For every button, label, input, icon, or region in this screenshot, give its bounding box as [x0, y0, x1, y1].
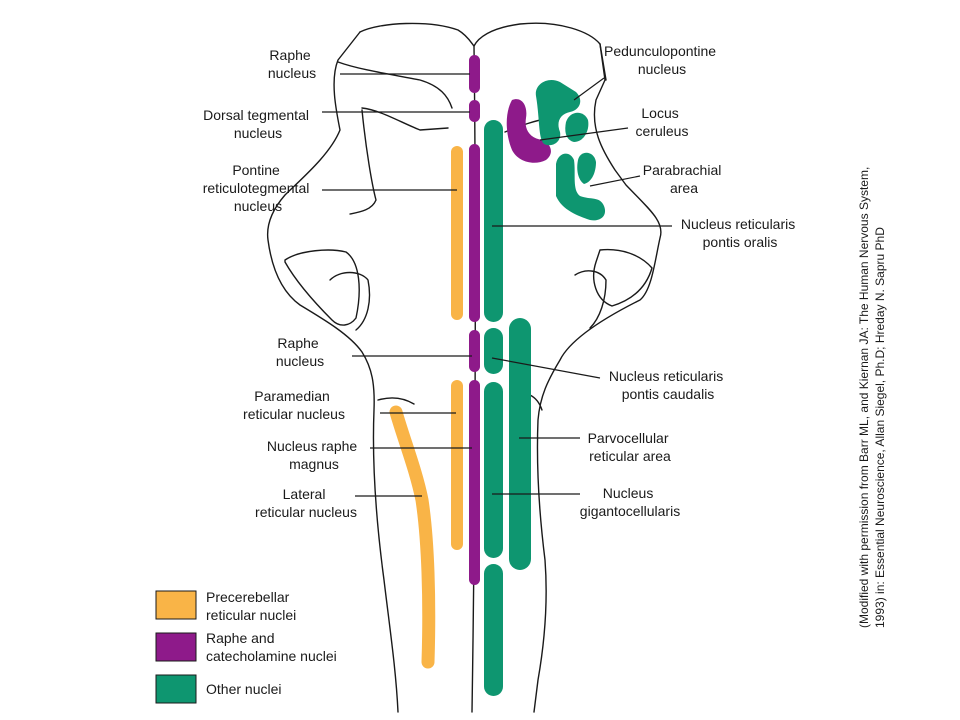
label-parvocellular-reticular-area: Parvocellular reticular area: [588, 430, 673, 464]
raphe-column-upper-shape: [469, 144, 480, 322]
raphe-nucleus-rostral-shape: [469, 55, 480, 93]
label-reticularis-pontis-oralis: Nucleus reticularis pontis oralis: [681, 216, 799, 250]
pontine-reticulotegmental-nucleus-shape: [451, 146, 463, 320]
label-lateral-reticular-nucleus: Lateral reticular nucleus: [255, 486, 357, 520]
legend-label-other: Other nuclei: [206, 681, 281, 697]
label-reticularis-pontis-caudalis: Nucleus reticularis pontis caudalis: [609, 368, 727, 402]
brainstem-outline: [266, 22, 662, 713]
lateral-reticular-nucleus-shape: [389, 405, 436, 669]
label-pedunculopontine-nucleus: Pedunculopontine nucleus: [604, 43, 720, 77]
nucleus-raphe-magnus-shape: [469, 380, 480, 585]
gigantocellularis-shape: [484, 382, 503, 558]
label-nucleus-gigantocellularis: Nucleus gigantocellularis: [580, 485, 680, 519]
label-raphe-nucleus-mid: Raphe nucleus: [276, 335, 324, 369]
label-nucleus-raphe-magnus: Nucleus raphe magnus: [267, 438, 361, 472]
gigantocellularis-caudal-shape: [484, 564, 503, 696]
pedunculopontine-nucleus-shape: [535, 79, 581, 146]
label-parabrachial-area: Parabrachial area: [643, 162, 726, 196]
label-pontine-reticulotegmental-nucleus: Pontine reticulotegmental nucleus: [203, 162, 314, 214]
leader-lines: [322, 73, 672, 497]
raphe-nucleus-mid-shape: [469, 330, 480, 372]
pedunculopontine-nucleus-shape-2: [565, 112, 589, 142]
other-nuclei: [484, 79, 606, 696]
legend: Precerebellar reticular nuclei Raphe and…: [155, 589, 337, 704]
locus-ceruleus-shape: [506, 99, 551, 163]
citation: (Modified with permission from Barr ML, …: [857, 167, 887, 628]
label-raphe-nucleus-top: Raphe nucleus: [268, 47, 316, 81]
reticularis-pontis-oralis-shape: [484, 120, 503, 322]
paramedian-reticular-nucleus-shape: [451, 380, 463, 550]
parabrachial-area-shape-2: [577, 152, 596, 184]
legend-label-raphe: Raphe and catecholamine nuclei: [206, 630, 337, 664]
reticularis-pontis-caudalis-shape: [484, 328, 503, 374]
label-paramedian-reticular-nucleus: Paramedian reticular nucleus: [243, 388, 345, 422]
citation-line-2: 1993) in: Essential Neuroscience, Allan …: [873, 227, 887, 628]
parabrachial-area-shape: [556, 153, 606, 221]
precerebellar-nuclei: [389, 146, 463, 669]
legend-swatch-raphe: [155, 632, 197, 662]
citation-line-1: (Modified with permission from Barr ML, …: [857, 167, 871, 628]
legend-swatch-precerebellar: [155, 590, 197, 620]
raphe-nuclei: [469, 55, 551, 585]
label-dorsal-tegmental-nucleus: Dorsal tegmental nucleus: [203, 107, 313, 141]
legend-swatch-other: [155, 674, 197, 704]
parvocellular-reticular-area-shape: [509, 318, 531, 570]
dorsal-tegmental-nucleus-shape: [469, 100, 480, 122]
label-locus-ceruleus: Locus ceruleus: [636, 105, 689, 139]
legend-label-precerebellar: Precerebellar reticular nuclei: [206, 589, 296, 623]
